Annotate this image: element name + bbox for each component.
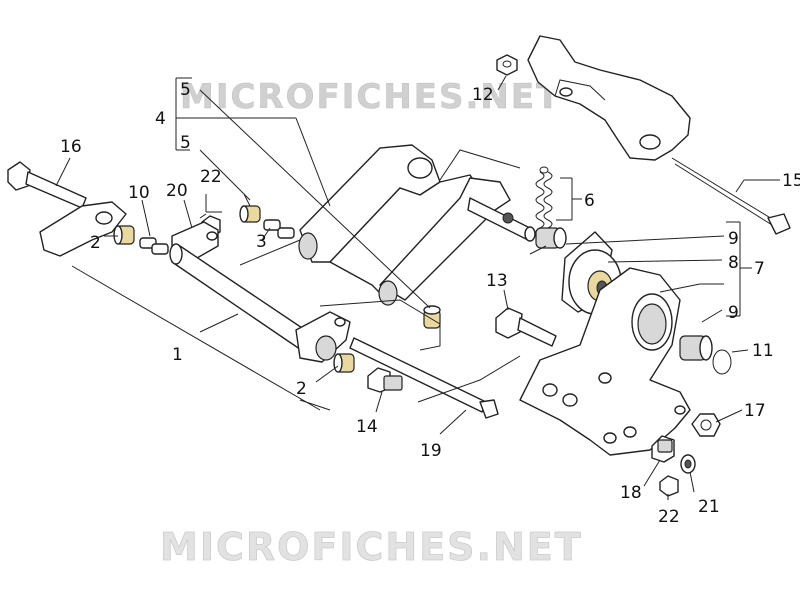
callout-9-upper: 9 <box>728 229 739 249</box>
callout-22-upper: 22 <box>200 167 222 187</box>
callout-22-lower: 22 <box>658 507 680 527</box>
bush-9-lower <box>679 335 713 361</box>
nut-17 <box>691 413 721 437</box>
swing-arm-link-plates <box>298 144 511 306</box>
callout-3: 3 <box>256 232 267 252</box>
ring-9-upper <box>535 227 567 249</box>
bush-2-upper <box>113 225 135 245</box>
callout-9-lower: 9 <box>728 303 739 323</box>
circlip-11 <box>712 349 732 375</box>
leader-lines <box>55 75 780 500</box>
bolt-19 <box>349 337 499 419</box>
callout-17: 17 <box>744 401 766 421</box>
callout-19: 19 <box>420 441 442 461</box>
callout-20: 20 <box>166 181 188 201</box>
callout-5-upper: 5 <box>180 80 191 100</box>
callout-labels: 1 2 2 3 4 5 5 6 7 8 9 9 10 11 12 13 14 1… <box>60 80 800 527</box>
bolt-13 <box>495 307 557 347</box>
bolt-16 <box>7 161 87 209</box>
callout-6: 6 <box>584 191 595 211</box>
washer-21 <box>680 454 696 474</box>
swing-arm-pin-1 <box>169 221 351 363</box>
callout-5-lower: 5 <box>180 133 191 153</box>
callout-2-lower: 2 <box>296 379 307 399</box>
frame-bracket <box>527 35 691 161</box>
callout-10: 10 <box>128 183 150 203</box>
left-bracket-plate <box>39 201 127 257</box>
bush-2-lower <box>333 353 355 373</box>
watermark-bottom: MICROFICHES.NET <box>160 525 583 569</box>
callout-12: 12 <box>472 85 494 105</box>
callout-7: 7 <box>754 259 765 279</box>
upper-pin <box>467 197 536 242</box>
watermark-top: MICROFICHES.NET <box>180 77 561 117</box>
bolt-18 <box>651 435 675 463</box>
callout-18: 18 <box>620 483 642 503</box>
callout-4: 4 <box>155 109 166 129</box>
nut-22-bottom <box>659 475 679 497</box>
callout-21: 21 <box>698 497 720 517</box>
bolt-15 <box>671 157 791 235</box>
bolt-14 <box>367 367 403 393</box>
spacer-10 <box>139 237 169 255</box>
bush-5-upper <box>239 205 261 223</box>
callout-8: 8 <box>728 253 739 273</box>
callout-11: 11 <box>752 341 774 361</box>
callout-1: 1 <box>172 345 183 365</box>
bush-5 <box>423 305 441 329</box>
callout-14: 14 <box>356 417 378 437</box>
callout-15: 15 <box>782 171 800 191</box>
callout-16: 16 <box>60 137 82 157</box>
callout-13: 13 <box>486 271 508 291</box>
lower-bracket <box>519 267 691 456</box>
nut-12 <box>496 54 518 76</box>
callout-2-upper: 2 <box>90 233 101 253</box>
spacer-3 <box>263 219 295 239</box>
